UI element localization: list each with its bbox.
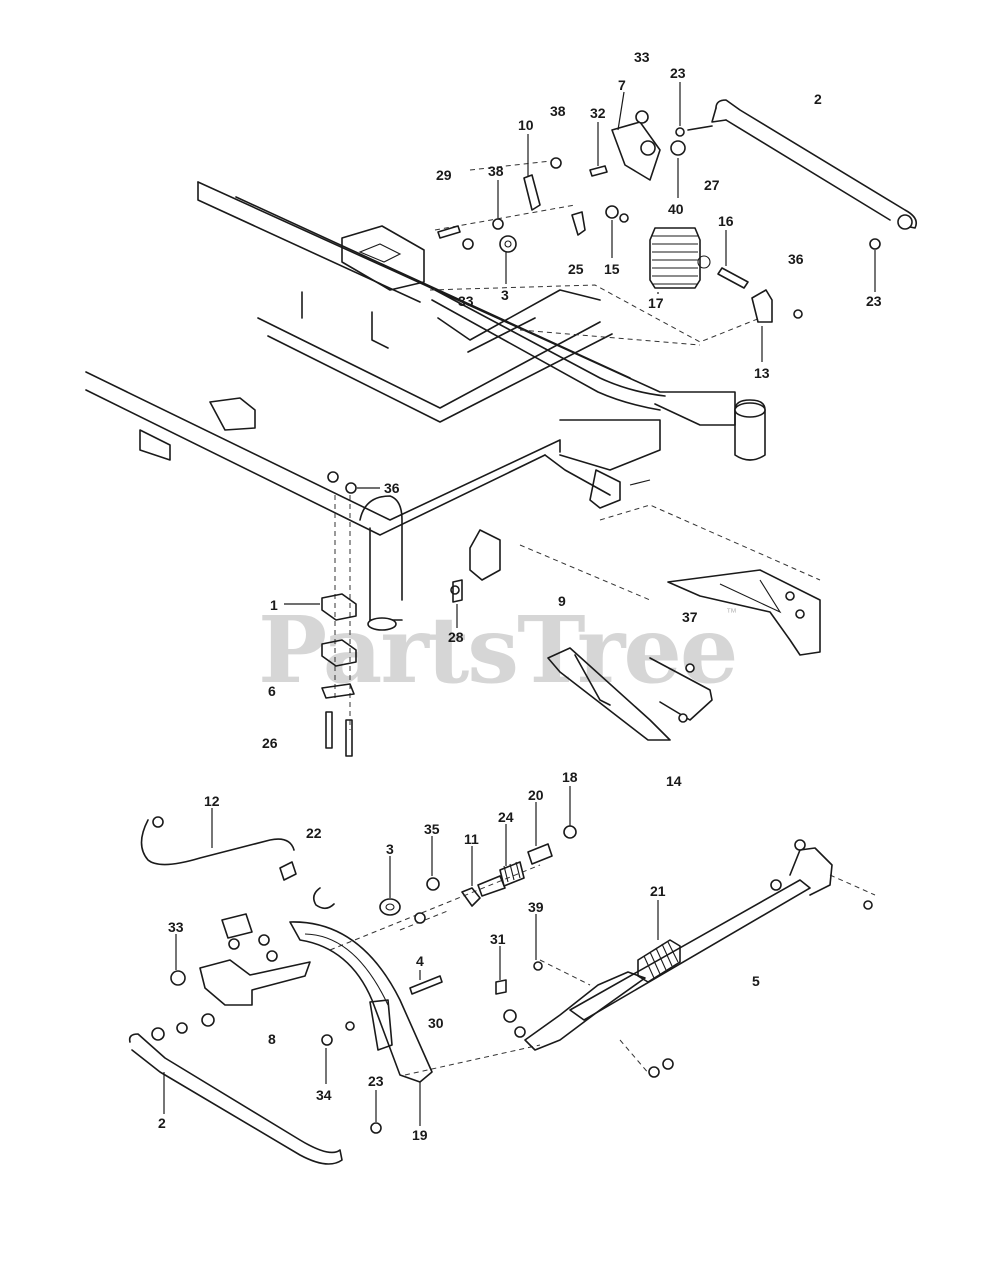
callout-23: 23 (670, 65, 686, 81)
callout-25: 25 (568, 261, 584, 277)
callout-13: 13 (754, 365, 770, 381)
callout-2-b: 2 (158, 1115, 166, 1131)
watermark-trademark: ™ (726, 607, 737, 619)
callout-26: 26 (262, 735, 278, 751)
deck-hangers (452, 569, 821, 741)
callout-11: 11 (464, 831, 479, 847)
callout-38-b: 38 (488, 163, 504, 179)
leader-lines (163, 82, 876, 1126)
callout-17: 17 (648, 295, 664, 311)
callout-2: 2 (814, 91, 822, 107)
callout-21: 21 (650, 883, 666, 899)
watermark: PartsTree ™ (258, 596, 738, 704)
callout-37: 37 (682, 609, 698, 625)
callout-10: 10 (518, 117, 534, 133)
callout-31: 31 (490, 931, 506, 947)
callout-27: 27 (704, 177, 720, 193)
spring-17 (649, 227, 711, 289)
watermark-brand: PartsTree (258, 596, 736, 704)
callout-14: 14 (666, 773, 682, 789)
callout-3-b: 3 (386, 841, 394, 857)
callout-6: 6 (268, 683, 276, 699)
callout-16: 16 (718, 213, 734, 229)
callout-12: 12 (204, 793, 220, 809)
lower-linkage (128, 816, 873, 1165)
callout-15: 15 (604, 261, 620, 277)
callout-40: 40 (668, 201, 684, 217)
callout-32: 32 (590, 105, 606, 121)
callout-29: 29 (436, 167, 452, 183)
assembly-guide-lines (329, 159, 876, 1076)
callout-33-c: 33 (168, 919, 184, 935)
callout-1: 1 (270, 597, 278, 613)
main-frame (85, 181, 766, 631)
callout-28: 28 (448, 629, 464, 645)
callout-24: 24 (498, 809, 514, 825)
pivot-assembly (321, 471, 357, 757)
callout-23-c: 23 (368, 1073, 384, 1089)
callout-7: 7 (618, 77, 626, 93)
callout-8: 8 (268, 1031, 276, 1047)
callout-33: 33 (634, 49, 650, 65)
callout-labels: 33 2 7 23 38 32 10 29 38 27 40 16 36 25 … (158, 49, 882, 1143)
callout-18: 18 (562, 769, 578, 785)
callout-3: 3 (501, 287, 509, 303)
callout-36-b: 36 (384, 480, 400, 496)
callout-22: 22 (306, 825, 322, 841)
callout-20: 20 (528, 787, 544, 803)
upper-linkage (437, 99, 918, 323)
callout-35: 35 (424, 821, 440, 837)
callout-30: 30 (428, 1015, 444, 1031)
callout-38: 38 (550, 103, 566, 119)
callout-4: 4 (416, 953, 424, 969)
callout-9: 9 (558, 593, 566, 609)
callout-5: 5 (752, 973, 760, 989)
pedal-21 (637, 939, 681, 983)
callout-36: 36 (788, 251, 804, 267)
callout-39: 39 (528, 899, 544, 915)
callout-23-b: 23 (866, 293, 882, 309)
callout-33-b: 33 (458, 293, 474, 309)
callout-34: 34 (316, 1087, 332, 1103)
callout-19: 19 (412, 1127, 428, 1143)
